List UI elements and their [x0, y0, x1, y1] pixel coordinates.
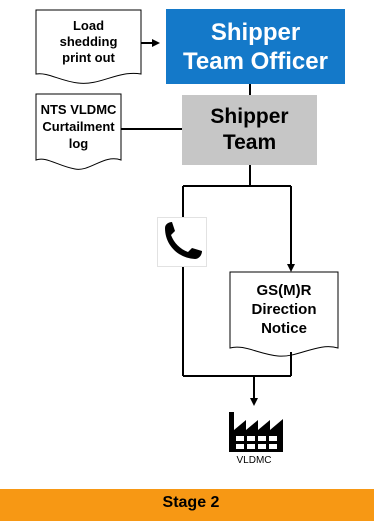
stage-bar: Stage 2 — [0, 489, 374, 521]
shipper-team-officer-label: Shipper Team Officer — [183, 18, 328, 75]
curtailment-log-document-shape — [35, 93, 122, 170]
stage-label: Stage 2 — [162, 494, 220, 511]
factory-icon — [229, 412, 283, 452]
phone-icon-box — [157, 217, 207, 267]
shipper-team-box: Shipper Team — [182, 95, 317, 165]
factory-label: VLDMC — [236, 455, 272, 466]
phone-icon — [165, 222, 202, 259]
shipper-team-officer-box: Shipper Team Officer — [166, 9, 345, 84]
load-shedding-text: Load shedding print out — [59, 18, 118, 65]
shipper-team-label: Shipper Team — [210, 105, 289, 154]
direction-notice-text: GS(M)R Direction Notice — [251, 281, 317, 337]
load-shedding-document-shape — [35, 9, 142, 84]
curtailment-log-text: NTS VLDMC Curtailment log — [40, 101, 117, 151]
direction-notice-document-shape — [229, 271, 339, 357]
